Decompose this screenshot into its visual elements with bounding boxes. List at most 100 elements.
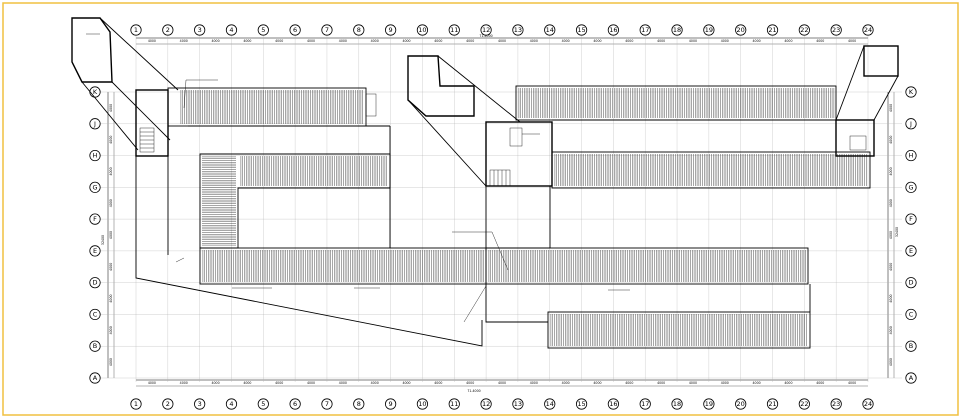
row-label-J-left: J [93,120,96,128]
column-bubble-11-top [448,24,460,36]
row-label-F-left: F [93,215,97,223]
column-label-22-top: 22 [800,26,808,34]
bay-dimension-bottom: 4000 [180,381,188,385]
row-bubble-B-right [905,340,917,352]
hatch-diagonal-wing-side [202,156,236,246]
bay-dimension-bottom: 4000 [148,381,156,385]
column-label-2-top: 2 [166,26,170,34]
column-bubble-4-top [225,24,238,36]
column-bubble-14-top [544,24,556,36]
hatch-bottom-right-bar [550,314,807,346]
row-dimension-right: 4000 [889,104,893,112]
column-label-1-top: 1 [134,26,138,34]
bay-dimension-top: 4000 [753,39,761,43]
bay-dimension-top: 4000 [434,39,442,43]
column-bubble-5-top [257,24,269,36]
column-bubble-23-top [830,24,842,36]
row-label-D-right: D [908,279,913,287]
right-dimension-total: 32400 [895,227,899,237]
bay-dimension-bottom: 4000 [721,381,729,385]
row-label-C-right: C [909,310,914,318]
column-label-24-bottom: 24 [864,400,872,408]
column-bubble-24-bottom [862,398,874,410]
column-label-18-bottom: 18 [673,400,681,408]
row-dimension-left: 4000 [109,294,113,302]
row-bubble-H-right [905,149,917,162]
bay-dimension-bottom: 4000 [212,381,220,385]
column-label-13-top: 13 [514,26,522,34]
column-label-10-bottom: 10 [418,400,426,408]
row-label-H-right: H [909,152,914,160]
column-label-3-bottom: 3 [198,400,202,408]
left-dimension-total: 32400 [101,235,105,245]
left-dimension-line: 32400 [101,92,115,378]
roof-hatching [180,88,867,346]
column-bubble-8-top [353,24,365,36]
column-bubble-13-top [512,24,524,36]
column-bubble-4-bottom [225,398,238,410]
column-bubble-12-bottom [480,398,492,410]
bay-dimension-top: 4000 [212,39,220,43]
column-label-23-bottom: 23 [832,400,840,408]
bay-dimension-bottom: 4000 [402,381,410,385]
column-label-2-bottom: 2 [166,400,170,408]
column-label-17-bottom: 17 [641,400,649,408]
bay-dimension-bottom: 4000 [689,381,697,385]
column-label-12-top: 12 [482,26,490,34]
row-label-K-right: K [909,88,914,96]
row-bubble-A-left [89,372,101,384]
column-label-6-top: 6 [293,26,297,34]
row-bubble-G-right [905,181,917,193]
row-dimension-left: 4000 [109,231,113,239]
column-label-21-bottom: 21 [768,400,776,408]
row-label-G-right: G [908,183,913,191]
building-outline [71,17,899,349]
row-bubble-E-right [905,245,917,257]
bay-dimension-bottom: 4000 [466,381,474,385]
row-bubble-J-right [905,118,917,130]
hatch-south-bar-right [488,250,806,282]
column-label-16-bottom: 16 [609,400,617,408]
column-bubble-19-bottom [703,398,715,410]
column-bubble-7-bottom [321,398,333,410]
row-dimension-left: 4000 [109,358,113,366]
column-bubble-1-bottom [130,398,142,410]
column-label-1-bottom: 1 [134,400,138,408]
column-bubble-9-top [385,24,397,36]
column-bubble-15-top [575,24,588,36]
column-bubble-18-bottom [671,398,683,410]
row-dimension-right: 4000 [889,136,893,144]
column-bubble-10-top [416,24,429,36]
row-dimension-right: 4000 [889,199,893,207]
column-bubble-9-bottom [385,398,397,410]
column-label-15-bottom: 15 [577,400,585,408]
row-label-B-left: B [93,342,97,350]
row-label-J-right: J [909,120,912,128]
column-label-18-top: 18 [673,26,681,34]
row-bubble-J-left [89,118,101,130]
row-label-F-right: F [909,215,913,223]
column-label-5-top: 5 [261,26,265,34]
bay-dimension-top: 4000 [657,39,665,43]
column-label-15-top: 15 [577,26,585,34]
column-label-11-bottom: 11 [450,400,458,408]
hatch-south-bar-left [202,250,484,282]
bay-dimension-bottom: 4000 [848,381,856,385]
column-label-7-bottom: 7 [325,400,329,408]
bottom-dimension-total: 71-4000 [467,389,480,393]
bay-dimension-bottom: 4000 [339,381,347,385]
column-bubble-6-top [289,24,301,36]
column-bubble-10-bottom [416,398,429,410]
bay-dimension-bottom: 4000 [816,381,824,385]
row-bubble-K-right [905,86,917,98]
column-bubble-20-top [735,24,747,36]
bay-dimension-top: 4000 [339,39,347,43]
column-label-14-bottom: 14 [546,400,554,408]
hatch-second-right-wing [554,154,867,186]
bottom-dimension-line: 71-4000 [136,379,868,393]
row-dimension-left: 4000 [109,167,113,175]
row-label-A-right: A [909,374,914,382]
column-label-8-bottom: 8 [357,400,361,408]
column-label-22-bottom: 22 [800,400,808,408]
column-label-20-bottom: 20 [737,400,745,408]
